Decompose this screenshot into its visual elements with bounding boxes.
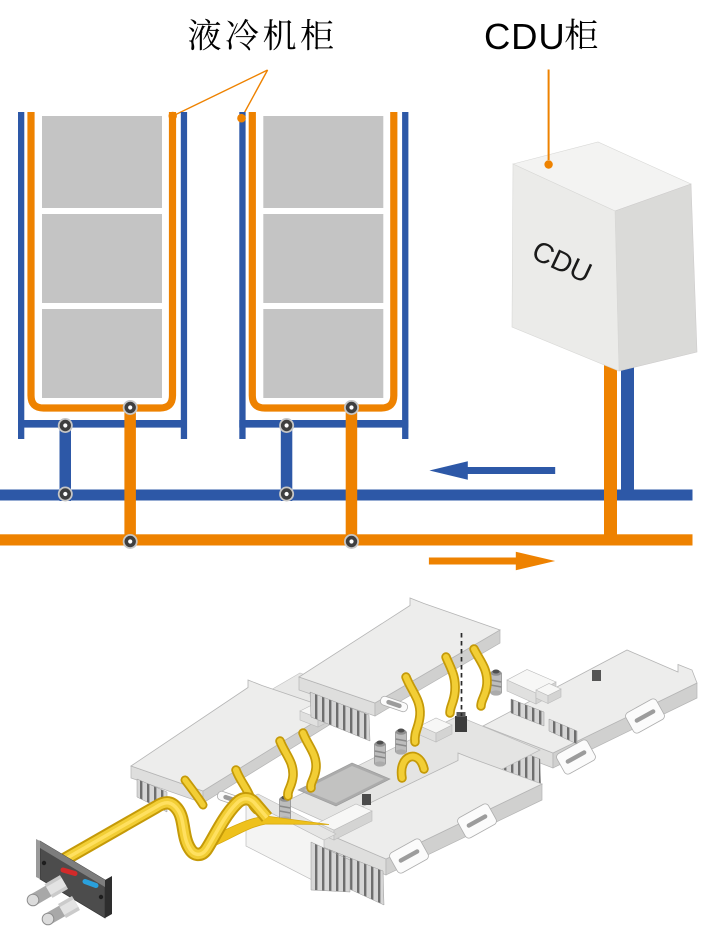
svg-text:CDU: CDU	[484, 16, 565, 57]
